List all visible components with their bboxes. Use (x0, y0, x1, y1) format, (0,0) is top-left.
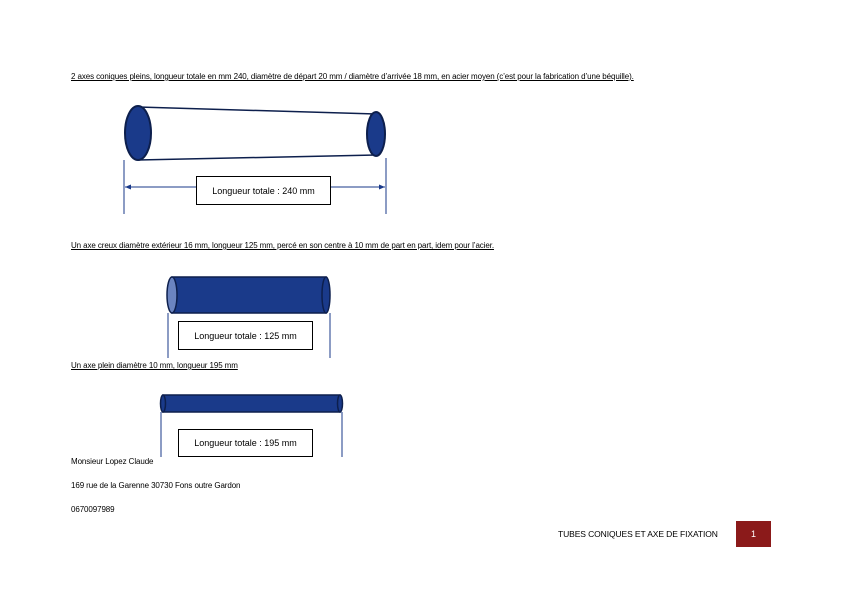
solid-axis-drawing (159, 394, 344, 457)
conical-tube-drawing (123, 105, 387, 214)
description-conical-axes: 2 axes coniques pleins, longueur totale … (71, 72, 634, 81)
description-hollow-axis: Un axe creux diamètre extérieur 16 mm, l… (71, 241, 494, 250)
footer-title: TUBES CONIQUES ET AXE DE FIXATION (558, 529, 718, 539)
length-label-195: Longueur totale : 195 mm (178, 429, 313, 457)
description-solid-axis: Un axe plein diamètre 10 mm, longueur 19… (71, 361, 238, 370)
contact-phone: 0670097989 (71, 505, 115, 514)
hollow-axis-drawing (166, 276, 331, 358)
length-label-125: Longueur totale : 125 mm (178, 321, 313, 350)
page-number-badge: 1 (736, 521, 771, 547)
contact-name: Monsieur Lopez Claude (71, 457, 154, 466)
contact-address: 169 rue de la Garenne 30730 Fons outre G… (71, 481, 241, 490)
length-label-240: Longueur totale : 240 mm (196, 176, 331, 205)
